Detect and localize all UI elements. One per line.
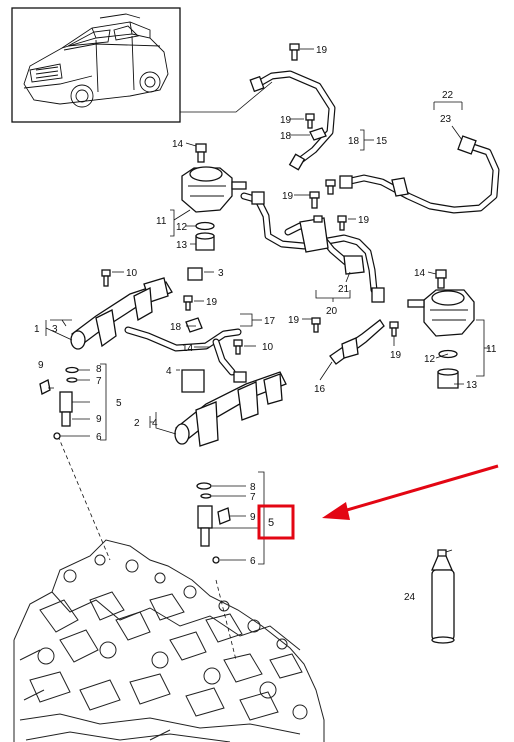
leader-lines — [45, 48, 490, 565]
dashed-leaders — [57, 435, 237, 661]
fuel-pump-right — [407, 269, 475, 389]
callout-11-right: 11 — [486, 344, 497, 355]
callout-labels: 19 19 18 18 15 14 22 23 11 12 13 19 19 2… — [34, 45, 497, 603]
callout-13-right: 13 — [466, 380, 478, 391]
bracket-18-top — [309, 127, 327, 141]
vehicle-thumbnail — [11, 7, 181, 123]
highlight-box — [257, 504, 295, 540]
callout-3-top: 3 — [218, 268, 224, 279]
fuel-rail-left — [70, 267, 203, 350]
callout-19-e: 19 — [206, 297, 218, 308]
suv-illustration — [23, 13, 169, 108]
bolt-19-mid — [305, 113, 315, 129]
middle-fuel-line — [240, 179, 385, 303]
return-line-23 — [339, 135, 500, 214]
fuel-pump-left — [181, 143, 247, 251]
engine-block — [13, 539, 325, 742]
callout-2: 2 — [134, 418, 140, 429]
callout-7-left: 7 — [96, 376, 102, 387]
callout-12-left: 12 — [176, 222, 188, 233]
highlight-arrow-head — [322, 502, 350, 520]
injector-middle — [196, 482, 231, 564]
callout-11-left: 11 — [156, 216, 167, 227]
callout-16: 16 — [314, 384, 326, 395]
callout-6-middle: 6 — [250, 556, 256, 567]
callout-19-mid: 19 — [280, 115, 292, 126]
callout-19-top: 19 — [316, 45, 328, 56]
callout-17: 17 — [264, 316, 276, 327]
callout-9-middle: 9 — [250, 512, 256, 523]
callout-14-b: 14 — [182, 343, 194, 354]
callout-5-left: 5 — [116, 398, 122, 409]
callout-22: 22 — [442, 90, 454, 101]
spray-can-24 — [431, 549, 455, 644]
injector-left — [39, 366, 79, 440]
callout-13-left: 13 — [176, 240, 188, 251]
callout-5-middle: 5 — [268, 517, 274, 529]
bracket-16 — [311, 317, 399, 365]
callout-1: 1 — [34, 324, 40, 335]
fuel-rail-middle — [174, 369, 287, 447]
callout-10-top: 10 — [126, 268, 138, 279]
callout-8-left: 8 — [96, 364, 102, 375]
callout-4-top: 4 — [166, 366, 172, 377]
callout-6-left: 6 — [96, 432, 102, 443]
crossover-pipe-17 — [124, 326, 243, 376]
callout-15: 15 — [376, 136, 388, 147]
upper-fuel-line — [249, 70, 336, 171]
callout-19-c: 19 — [282, 191, 294, 202]
callout-12-right: 12 — [424, 354, 436, 365]
callout-18-group: 18 — [348, 136, 360, 147]
callout-19-g: 19 — [390, 350, 402, 361]
callout-18-c: 18 — [170, 322, 182, 333]
bolt-19-top — [289, 43, 300, 61]
callout-10-b: 10 — [262, 342, 274, 353]
callout-3-left: 3 — [52, 324, 58, 335]
callout-20: 20 — [326, 306, 338, 317]
callout-14-right: 14 — [414, 268, 426, 279]
callout-7-middle: 7 — [250, 492, 256, 503]
highlight-annotation — [257, 464, 499, 540]
callout-23: 23 — [440, 114, 452, 125]
callout-18-top: 18 — [280, 131, 292, 142]
callout-14-left: 14 — [172, 139, 184, 150]
callout-9-left-top: 9 — [38, 360, 44, 371]
callout-9-left: 9 — [96, 414, 102, 425]
callout-24: 24 — [404, 592, 416, 603]
callout-4-bracket: 4 — [152, 418, 158, 429]
callout-8-middle: 8 — [250, 482, 256, 493]
callout-21: 21 — [338, 284, 350, 295]
callout-19-d: 19 — [358, 215, 370, 226]
callout-19-f: 19 — [288, 315, 300, 326]
highlight-arrow-shaft — [339, 464, 499, 514]
